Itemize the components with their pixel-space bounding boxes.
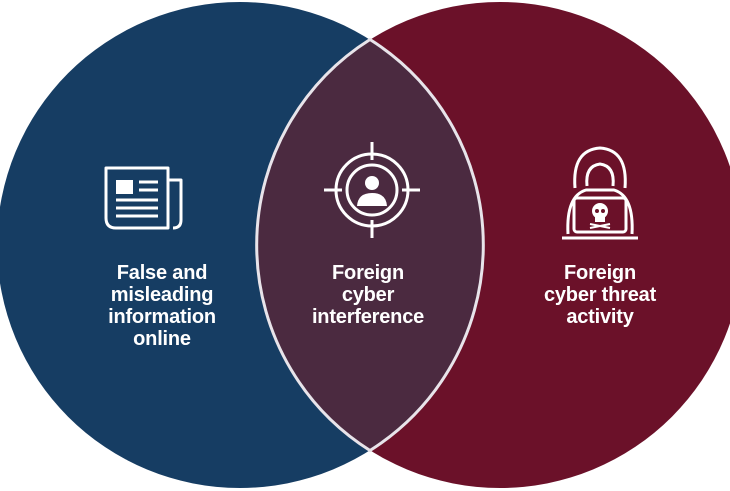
label-line: information bbox=[108, 306, 216, 328]
cyber-interference-label: Foreign cyber interference bbox=[283, 262, 453, 328]
label-line: interference bbox=[311, 306, 425, 328]
cyber-threat-label: Foreign cyber threat activity bbox=[520, 262, 680, 328]
target-person-icon bbox=[324, 142, 420, 238]
label-line: activity bbox=[566, 306, 634, 328]
label-line: False and bbox=[116, 262, 208, 284]
label-line: cyber bbox=[341, 284, 395, 306]
overlap-region bbox=[257, 2, 483, 488]
label-line: Foreign bbox=[564, 262, 636, 284]
newspaper-icon bbox=[104, 166, 183, 230]
hacker-laptop-skull-icon bbox=[562, 146, 638, 240]
label-line: cyber threat bbox=[543, 284, 657, 306]
false-information-label: False and misleading information online bbox=[82, 262, 242, 350]
label-line: misleading bbox=[110, 284, 214, 306]
overlap-outline bbox=[255, 37, 485, 453]
label-line: Foreign bbox=[332, 262, 404, 284]
label-line: online bbox=[133, 328, 191, 350]
